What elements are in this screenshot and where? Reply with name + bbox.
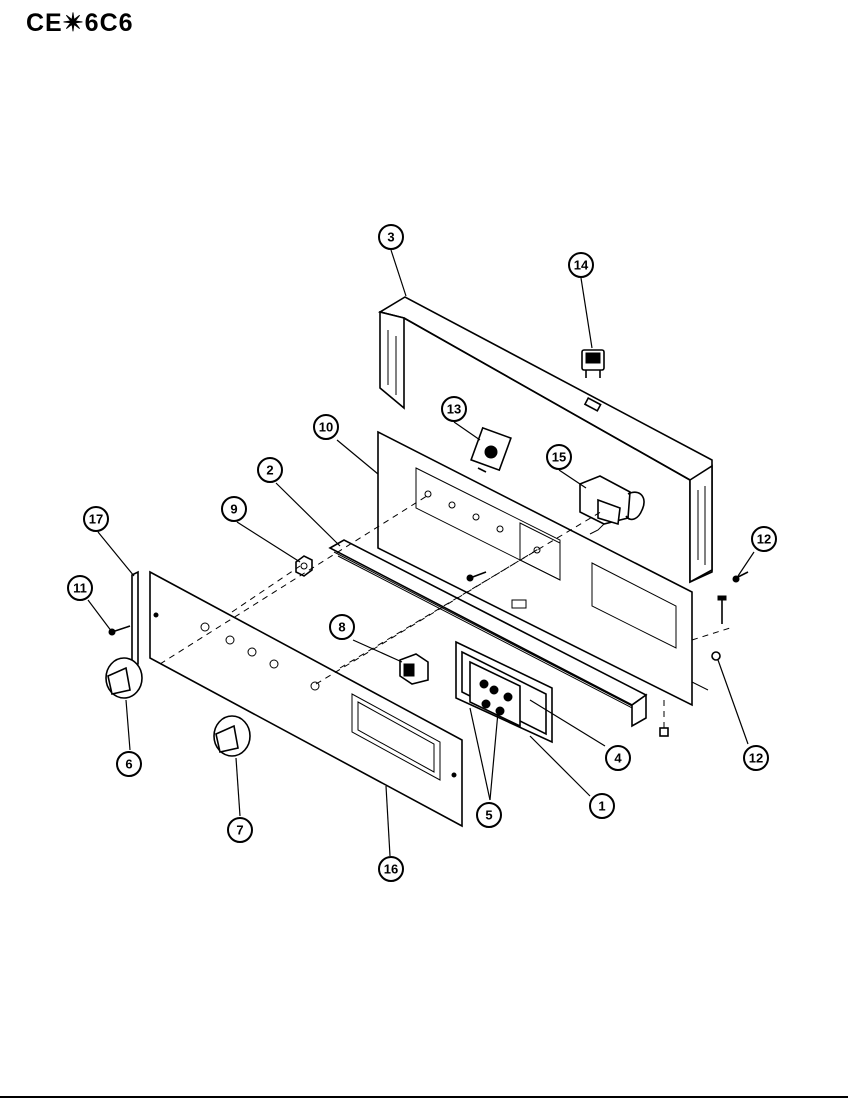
trim-extrusion	[328, 539, 648, 728]
mounting-screw-12-upper	[732, 571, 749, 583]
callout-label-12-lower: 12	[749, 751, 763, 766]
callout-label-3: 3	[387, 230, 394, 245]
callout-2: 2	[257, 457, 283, 483]
mounting-screw-12-lower	[659, 595, 727, 737]
callout-label-14: 14	[574, 258, 589, 273]
callout-label-16: 16	[384, 862, 398, 877]
backguard-panel	[377, 296, 713, 584]
callout-6: 6	[116, 751, 142, 777]
timer-part	[579, 475, 645, 535]
end-trim-strip	[131, 570, 139, 669]
callout-label-7: 7	[236, 823, 243, 838]
callout-14: 14	[568, 252, 594, 278]
callout-5: 5	[476, 802, 502, 828]
callout-13: 13	[441, 396, 467, 422]
callout-17: 17	[83, 506, 109, 532]
hex-nut-part	[295, 555, 313, 577]
control-knob-7	[213, 715, 251, 757]
mounting-screw-11	[108, 625, 131, 636]
callout-16: 16	[378, 856, 404, 882]
control-knob-6	[105, 657, 143, 699]
callout-8: 8	[329, 614, 355, 640]
callout-11: 11	[67, 575, 93, 601]
callout-10: 10	[313, 414, 339, 440]
leader-lines	[87, 249, 755, 857]
front-control-panel	[149, 570, 463, 828]
bottom-rule	[0, 1096, 848, 1098]
callout-12-lower: 12	[743, 745, 769, 771]
callout-1: 1	[589, 793, 615, 819]
model-code-title: CE✴6C6	[26, 9, 134, 37]
callout-label-9: 9	[230, 502, 237, 517]
callout-7: 7	[227, 817, 253, 843]
callout-label-11: 11	[73, 581, 87, 596]
rocker-switch-part	[581, 349, 605, 378]
callout-label-1: 1	[598, 799, 605, 814]
callout-label-17: 17	[89, 512, 103, 527]
callout-label-12-upper: 12	[757, 532, 771, 547]
callout-12-upper: 12	[751, 526, 777, 552]
callout-label-10: 10	[319, 420, 333, 435]
terminal-block-part	[455, 640, 553, 744]
callout-label-15: 15	[552, 450, 566, 465]
callout-4: 4	[605, 745, 631, 771]
assembly-guide-lines	[159, 493, 731, 728]
infinite-switch-part	[470, 426, 512, 473]
callout-label-4: 4	[614, 751, 622, 766]
callout-3: 3	[378, 224, 404, 250]
push-button-switch-part	[399, 653, 429, 685]
callout-label-5: 5	[485, 808, 492, 823]
callout-15: 15	[546, 444, 572, 470]
callout-label-13: 13	[447, 402, 461, 417]
callout-9: 9	[221, 496, 247, 522]
callout-label-8: 8	[338, 620, 345, 635]
callout-label-6: 6	[125, 757, 132, 772]
callout-label-2: 2	[266, 463, 273, 478]
control-backing-plate	[377, 430, 709, 707]
